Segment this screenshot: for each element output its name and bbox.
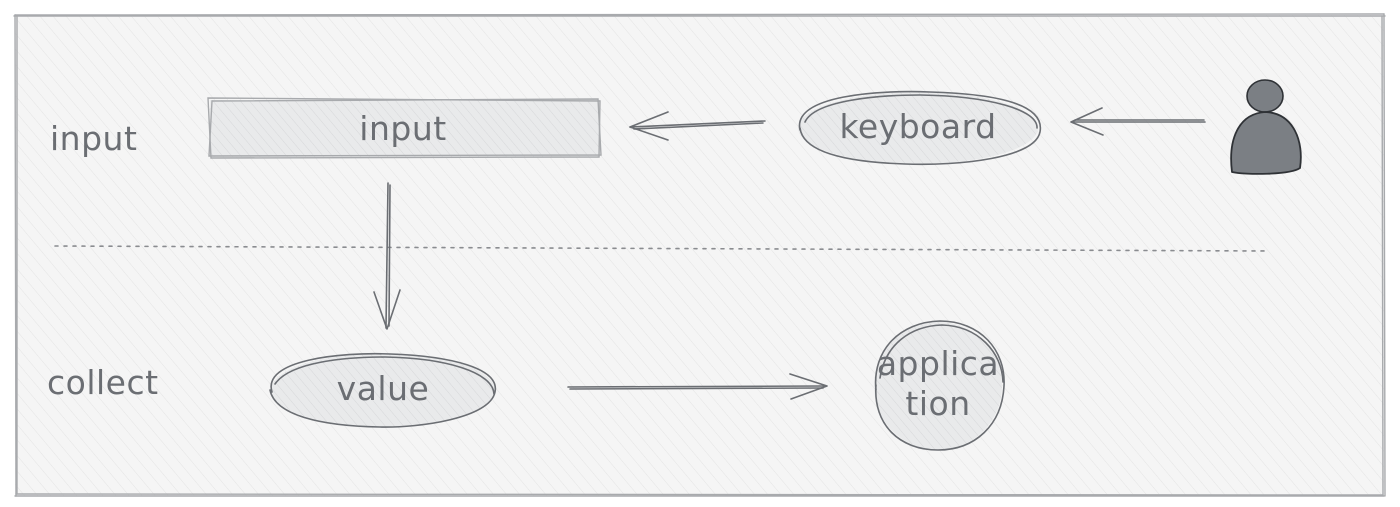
arrow-value-to-application (567, 373, 828, 400)
input-node: input (207, 97, 602, 159)
keyboard-node: keyboard (798, 90, 1042, 166)
lane-label-collect: collect (47, 363, 159, 402)
lane-divider (54, 245, 1269, 252)
application-node-label-line2: tion (905, 384, 970, 423)
value-node-label: value (337, 369, 430, 408)
input-node-label: input (359, 109, 446, 148)
arrow-keyboard-to-input (629, 111, 766, 141)
application-node-label-line1: applica (877, 344, 999, 383)
person-icon (1230, 79, 1302, 175)
value-node: value (269, 352, 496, 428)
keyboard-node-label: keyboard (839, 107, 996, 146)
application-node: applica tion (874, 320, 1005, 451)
lane-label-input: input (50, 119, 137, 158)
arrow-person-to-keyboard (1070, 107, 1206, 136)
arrow-input-to-value (373, 182, 401, 330)
diagram-frame (13, 13, 1386, 497)
